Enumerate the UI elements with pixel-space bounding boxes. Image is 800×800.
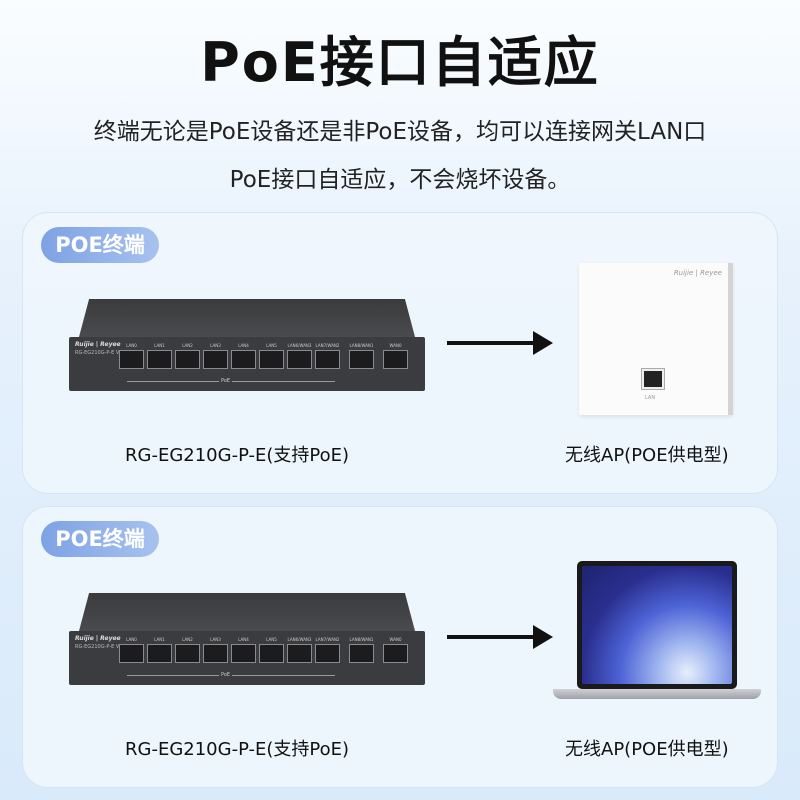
- subtitle-line-1: 终端无论是PoE设备还是非PoE设备，均可以连接网关LAN口: [93, 119, 707, 145]
- ap-port-label: LAN: [645, 395, 656, 401]
- port-label: LAN3: [210, 637, 221, 642]
- device-caption: 无线AP(POE供电型): [565, 739, 729, 760]
- ethernet-port: LAN2: [175, 637, 200, 665]
- port-label: WAN0: [389, 343, 402, 348]
- ethernet-port: LAN6/WAN3: [287, 637, 312, 665]
- router-brand: Ruijie | Reyee: [75, 635, 121, 642]
- poe-terminal-badge: POE终端: [41, 521, 159, 557]
- router-model: RG-EG210G-P-E V2: [75, 644, 123, 650]
- port-label: LAN7/WAN2: [315, 637, 340, 642]
- poe-label: PoE: [219, 378, 233, 384]
- ap-lan-port: [641, 368, 665, 390]
- port-label: LAN2: [182, 637, 193, 642]
- router-model: RG-EG210G-P-E V2: [75, 350, 123, 356]
- port-label: LAN8/WAN1: [349, 343, 374, 348]
- ethernet-port: LAN7/WAN2: [315, 637, 340, 665]
- port-label: LAN2: [182, 343, 193, 348]
- subtitle-line-2: PoE接口自适应，不会烧坏设备。: [229, 167, 571, 193]
- poe-terminal-badge: POE终端: [41, 227, 159, 263]
- ethernet-port: LAN0: [119, 637, 144, 665]
- port-label: LAN1: [154, 637, 165, 642]
- poe-label: PoE: [219, 672, 233, 678]
- port-label: LAN5: [266, 343, 277, 348]
- ap-brand: Ruijie | Reyee: [673, 269, 722, 277]
- ethernet-port: LAN1: [147, 637, 172, 665]
- port-label: LAN0: [126, 343, 137, 348]
- ethernet-port: LAN4: [231, 637, 256, 665]
- port-label: LAN4: [238, 343, 249, 348]
- ethernet-port: LAN5: [259, 343, 284, 371]
- ethernet-port: LAN8/WAN1: [349, 637, 374, 665]
- device-caption: 无线AP(POE供电型): [565, 445, 729, 466]
- port-label: WAN0: [389, 637, 402, 642]
- ethernet-port: LAN4: [231, 343, 256, 371]
- ethernet-port: LAN8/WAN1: [349, 343, 374, 371]
- laptop-image: [553, 561, 761, 711]
- router-caption: RG-EG210G-P-E(支持PoE): [125, 739, 350, 760]
- arrow-icon: [447, 331, 553, 355]
- router-caption: RG-EG210G-P-E(支持PoE): [125, 445, 350, 466]
- ethernet-port: WAN0: [383, 343, 408, 371]
- ethernet-port: LAN6/WAN3: [287, 343, 312, 371]
- ethernet-port: LAN1: [147, 343, 172, 371]
- ethernet-port: WAN0: [383, 637, 408, 665]
- port-label: LAN6/WAN3: [287, 637, 312, 642]
- port-label: LAN1: [154, 343, 165, 348]
- port-label: LAN3: [210, 343, 221, 348]
- router-brand: Ruijie | Reyee: [75, 341, 121, 348]
- port-label: LAN0: [126, 637, 137, 642]
- port-label: LAN5: [266, 637, 277, 642]
- port-label: LAN8/WAN1: [349, 637, 374, 642]
- wireless-ap-image: Ruijie | Reyee LAN: [579, 263, 733, 415]
- arrow-icon: [447, 625, 553, 649]
- ethernet-port: LAN3: [203, 343, 228, 371]
- ethernet-port: LAN7/WAN2: [315, 343, 340, 371]
- port-label: LAN6/WAN3: [287, 343, 312, 348]
- port-label: LAN7/WAN2: [315, 343, 340, 348]
- ethernet-port: LAN5: [259, 637, 284, 665]
- page-title: PoE接口自适应: [200, 31, 600, 94]
- ethernet-port: LAN2: [175, 343, 200, 371]
- ethernet-port: LAN0: [119, 343, 144, 371]
- port-label: LAN4: [238, 637, 249, 642]
- ethernet-port: LAN3: [203, 637, 228, 665]
